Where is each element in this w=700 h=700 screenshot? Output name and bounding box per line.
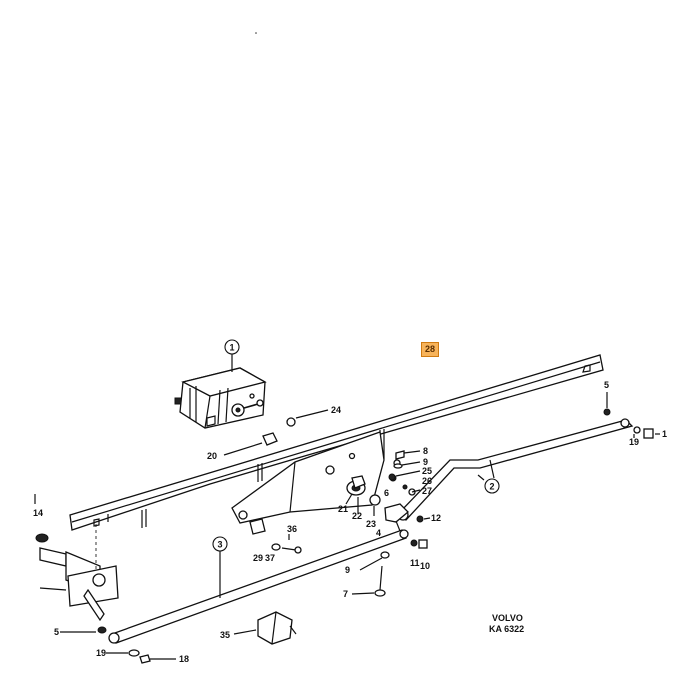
label-1: 1 [662,429,667,439]
brand-line-1: VOLVO [492,613,523,623]
label-8: 8 [423,446,428,456]
motor-bracket [231,431,385,524]
wiper-spindle-housing [34,494,119,634]
label-9-upper: 9 [423,457,428,467]
label-26: 26 [422,476,432,486]
label-9-lower: 9 [345,565,350,575]
label-10: 10 [420,561,430,571]
label-36: 36 [287,524,297,534]
hardware [128,408,654,664]
label-19-upper: 19 [629,437,639,447]
leader-lines [60,354,660,660]
label-20: 20 [207,451,217,461]
label-11: 11 [410,558,420,568]
label-14: 14 [33,508,43,518]
label-5-upper: 5 [604,380,609,390]
svg-text:2: 2 [489,482,494,492]
brand-line-2: KA 6322 [489,624,524,634]
label-35: 35 [220,630,230,640]
callout-3: 3 [212,536,228,552]
scan-speck [255,32,257,34]
label-12: 12 [431,513,441,523]
label-7: 7 [343,589,348,599]
callout-1: 1 [224,339,240,355]
link-rod-2 [397,418,634,522]
link-rod-3 [108,529,409,644]
callout-2: 2 [484,478,500,494]
label-37: 37 [265,553,275,563]
label-18: 18 [179,654,189,664]
brand-reference: VOLVO KA 6322 [489,613,524,634]
part-labels: 24 20 5 19 1 8 9 25 26 27 6 21 22 23 4 1… [33,380,667,664]
callout-badge-28: 28 [421,342,439,357]
label-29: 29 [253,553,263,563]
svg-text:1: 1 [229,343,234,353]
label-19-lower: 19 [96,648,106,658]
label-5-lower: 5 [54,627,59,637]
label-24: 24 [331,405,341,415]
wiper-motor [174,367,267,429]
label-23: 23 [366,519,376,529]
crank-assembly [346,459,424,532]
label-25: 25 [422,466,432,476]
label-21: 21 [338,504,348,514]
label-4: 4 [376,528,381,538]
label-27: 27 [422,486,432,496]
svg-text:3: 3 [217,540,222,550]
label-6: 6 [384,488,389,498]
label-22: 22 [352,511,362,521]
